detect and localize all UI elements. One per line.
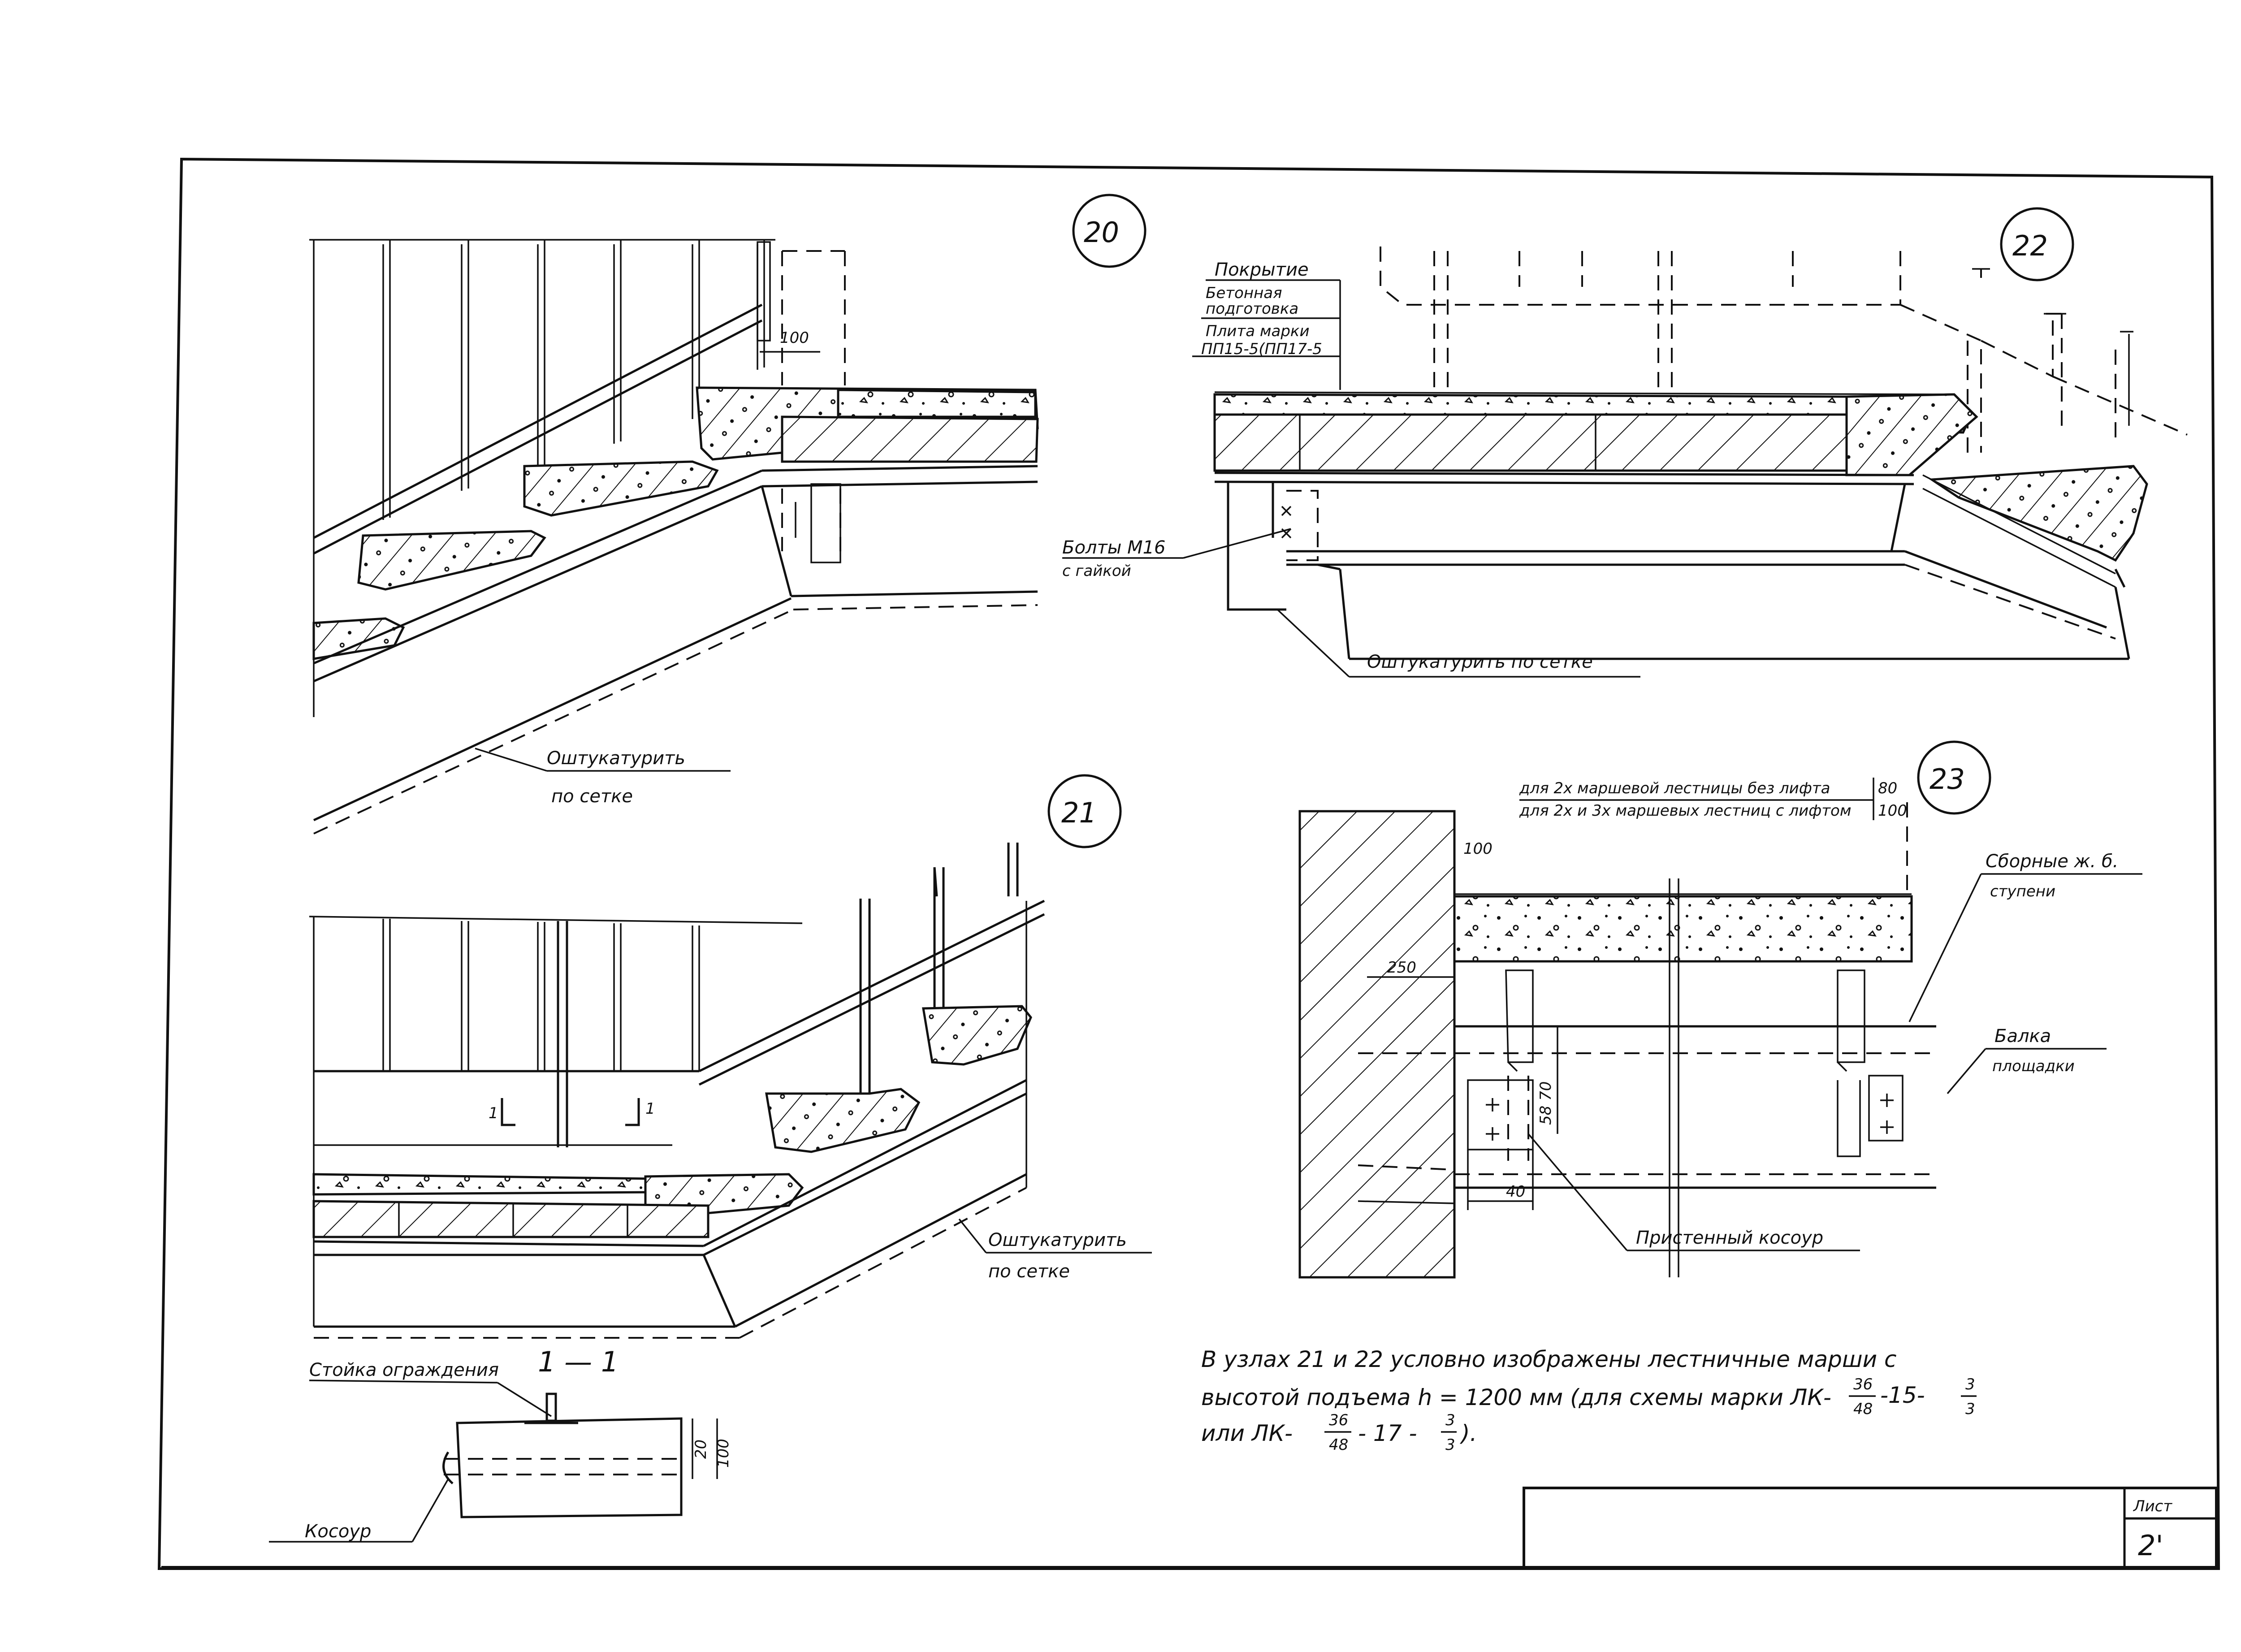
note-line-2-frac-bot: 48	[1853, 1400, 1873, 1418]
node-23-dim-250: 250	[1387, 959, 1416, 977]
concrete-prep-label-2: подготовка	[1206, 300, 1298, 318]
wall-stringer-label: Пристенный косоур	[1636, 1228, 1823, 1248]
node-23-value-80: 80	[1878, 779, 1897, 797]
note-line-3-tail: - 17 -	[1358, 1420, 1417, 1446]
sheet-label: Лист	[2133, 1497, 2172, 1515]
note-line-2-frac-top: 36	[1853, 1375, 1873, 1393]
note-line-2-tail: -15-	[1880, 1382, 1925, 1408]
node-20-dim-100: 100	[780, 329, 809, 347]
dim-20: 20	[692, 1440, 710, 1459]
node-20-plaster-2: по сетке	[551, 786, 633, 807]
note-line-3: или ЛК-	[1201, 1420, 1293, 1446]
node-23-dim-40: 40	[1506, 1183, 1525, 1201]
section-mark-1a: 1	[489, 1104, 498, 1122]
node-23-dim-5870: 58 70	[1537, 1081, 1555, 1125]
node-21-plaster-1: Оштукатурить	[988, 1230, 1127, 1250]
beam-label-2: площадки	[1992, 1057, 2075, 1075]
post-label: Стойка ограждения	[309, 1360, 499, 1380]
node-20-plaster-1: Оштукатурить	[547, 748, 685, 769]
bolts-label-2: с гайкой	[1062, 562, 1131, 580]
node-23-note-2: для 2х и 3х маршевых лестниц с лифтом	[1519, 802, 1852, 820]
general-note: В узлах 21 и 22 условно изображены лестн…	[1201, 1346, 1977, 1454]
node-23-value-100: 100	[1878, 802, 1907, 820]
steps-label-2: ступени	[1990, 882, 2055, 900]
node-20-number: 20	[1084, 216, 1119, 249]
node-23-number: 23	[1930, 763, 1965, 796]
node-21-plaster-2: по сетке	[988, 1261, 1070, 1282]
node-23-note-1: для 2х маршевой лестницы без лифта	[1519, 779, 1830, 797]
note-line-3-frac2-top: 3	[1445, 1411, 1455, 1429]
note-line-3-frac2-bot: 3	[1445, 1436, 1455, 1454]
section-mark-1b: 1	[645, 1100, 655, 1118]
node-22-number: 22	[2012, 229, 2048, 262]
note-line-3-frac-bot: 48	[1329, 1436, 1348, 1454]
note-line-2-frac2-bot: 3	[1965, 1400, 1975, 1418]
stringer-label: Косоур	[305, 1521, 371, 1542]
note-line-3-end: ).	[1459, 1420, 1477, 1446]
node-23: 23 для 2х маршевой лестницы без лифта дл…	[1298, 740, 2142, 1279]
concrete-prep-label-1: Бетонная	[1206, 284, 1282, 302]
note-line-1: В узлах 21 и 22 условно изображены лестн…	[1201, 1346, 1897, 1372]
slab-label-1: Плита марки	[1206, 322, 1310, 340]
section-1-1-title: 1 — 1	[538, 1345, 619, 1378]
node-21: 21 1 1	[309, 774, 1152, 1339]
note-line-2-frac2-top: 3	[1965, 1375, 1975, 1393]
bolts-label-1: Болты М16	[1062, 537, 1166, 558]
section-1-1: 1 — 1 Стойка ограждения 20 100 Косоур	[269, 1345, 732, 1543]
node-22: 22 Покрытие Бетонная подготовка Плита ма…	[1062, 207, 2188, 678]
title-block: Лист 2'	[1523, 1487, 2218, 1569]
node-22-plaster: Оштукатурить по сетке	[1367, 652, 1593, 672]
slab-label-2: ПП15-5(ПП17-5	[1201, 340, 1322, 358]
node-23-dim-100: 100	[1463, 840, 1493, 858]
node-20: 20 100	[309, 194, 1146, 835]
cover-label: Покрытие	[1215, 259, 1309, 280]
steps-label-1: Сборные ж. б.	[1986, 851, 2118, 872]
beam-label-1: Балка	[1994, 1026, 2051, 1047]
dim-100-section: 100	[714, 1439, 732, 1468]
note-line-2: высотой подъема h = 1200 мм (для схемы м…	[1201, 1384, 1831, 1410]
node-21-number: 21	[1061, 796, 1097, 829]
sheet-number: 2'	[2138, 1529, 2163, 1562]
note-line-3-frac-top: 36	[1329, 1411, 1348, 1429]
